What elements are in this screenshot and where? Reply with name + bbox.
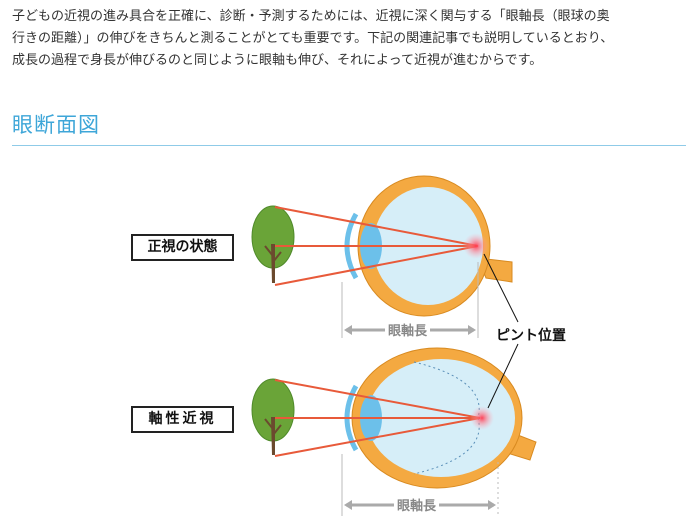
focus-pointer-lines (483, 253, 519, 409)
axial-length-label-top: 眼軸長 (385, 320, 431, 339)
tree-icon-bottom (251, 378, 295, 455)
myopic-eye (274, 347, 537, 489)
normal-vision-label: 正視の状態 (131, 234, 234, 261)
axial-length-label-bottom: 眼軸長 (394, 495, 440, 514)
axial-myopia-label: 軸性近視 (131, 406, 234, 433)
focus-position-label: ピント位置 (496, 328, 566, 344)
tree-icon-top (251, 205, 295, 283)
normal-eye (274, 175, 513, 317)
intro-line-1: 子どもの近視の進み具合を正確に、診断・予測するためには、近視に深く関与する「眼軸… (12, 9, 610, 24)
section-heading: 眼断面図 (12, 109, 686, 146)
intro-paragraph: 子どもの近視の進み具合を正確に、診断・予測するためには、近視に深く関与する「眼軸… (12, 6, 682, 72)
intro-line-2: 行きの距離）」の伸びをきちんと測ることがとても重要です。下記の関連記事でも説明し… (12, 31, 614, 46)
intro-line-3: 成長の過程で身長が伸びるのと同じように眼軸も伸び、それによって近視が進むからです… (12, 53, 543, 68)
